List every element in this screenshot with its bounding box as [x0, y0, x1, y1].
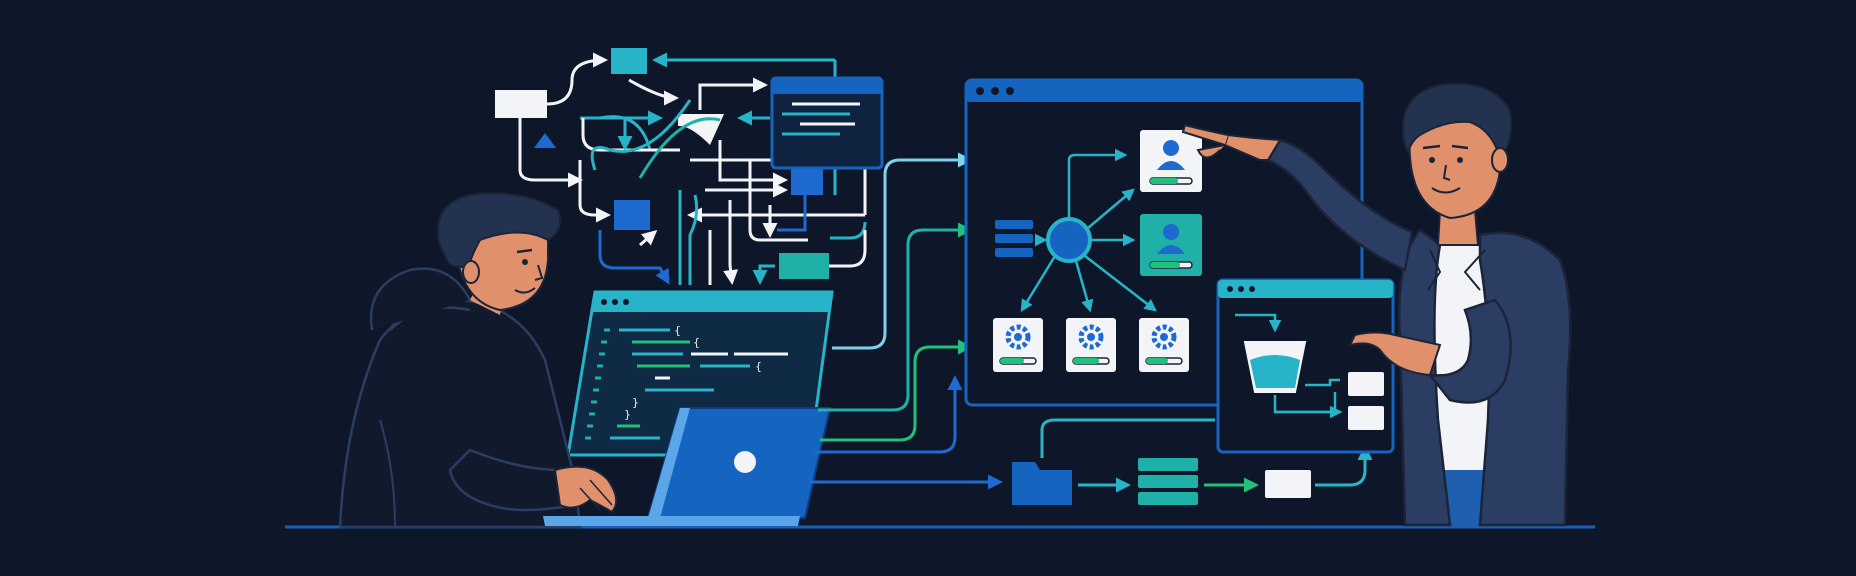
flowchart-tangle: [495, 48, 873, 285]
window-dot-icon: [991, 87, 999, 95]
code-brace-3: {: [755, 360, 762, 373]
pipeline-output-node: [1265, 470, 1311, 498]
flow-triangle: [534, 133, 556, 148]
gear-icon: [1078, 324, 1104, 350]
window-dot-icon: [976, 87, 984, 95]
gear-icon: [1151, 324, 1177, 350]
settings-card: [993, 318, 1043, 372]
database-stack-icon: [995, 220, 1033, 257]
connector-arrows: [810, 152, 1003, 490]
settings-card: [1066, 318, 1116, 372]
settings-card: [1139, 318, 1189, 372]
flow-node-teal-2: [779, 253, 829, 279]
server-stack-icon: [1138, 458, 1198, 505]
code-brace-5: }: [624, 408, 631, 421]
gear-icon: [1005, 324, 1031, 350]
presenter-person: [1181, 82, 1572, 527]
code-brace-4: }: [632, 396, 639, 409]
data-pipeline: [1012, 418, 1373, 505]
user-icon: [1163, 140, 1179, 156]
flow-node-white: [495, 90, 547, 118]
developer-person: [338, 192, 618, 529]
window-dot-icon: [1006, 87, 1014, 95]
user-icon: [1163, 224, 1179, 240]
output-node: [1348, 406, 1384, 430]
flow-node-blue-2: [791, 167, 823, 195]
user-profile-card: [1140, 214, 1202, 276]
output-node: [1348, 372, 1384, 396]
user-profile-card: [1140, 130, 1202, 192]
code-brace-1: {: [674, 324, 681, 337]
mini-code-window: [770, 76, 884, 170]
hub-node-icon: [1046, 217, 1092, 263]
code-brace-2: {: [693, 336, 700, 349]
process-window: [1216, 278, 1395, 454]
flow-node-teal: [611, 48, 647, 74]
folder-icon: [1012, 462, 1072, 505]
flow-curl: [678, 114, 724, 145]
laptop-logo-icon: [734, 451, 756, 473]
laptop: [543, 407, 832, 526]
flow-node-blue: [614, 200, 650, 230]
